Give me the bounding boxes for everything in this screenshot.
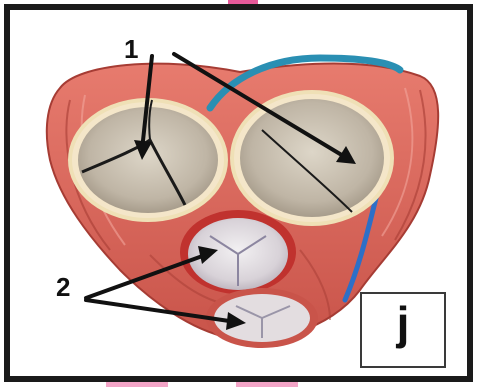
left-av-valve	[70, 100, 226, 220]
label-1: 1	[124, 34, 138, 65]
semilunar-valve-upper	[180, 210, 296, 294]
label-2: 2	[56, 272, 70, 303]
panel-letter-box: j	[360, 292, 446, 368]
semilunar-valve-lower	[206, 288, 318, 348]
right-av-valve	[232, 92, 392, 224]
panel-letter: j	[362, 300, 444, 346]
